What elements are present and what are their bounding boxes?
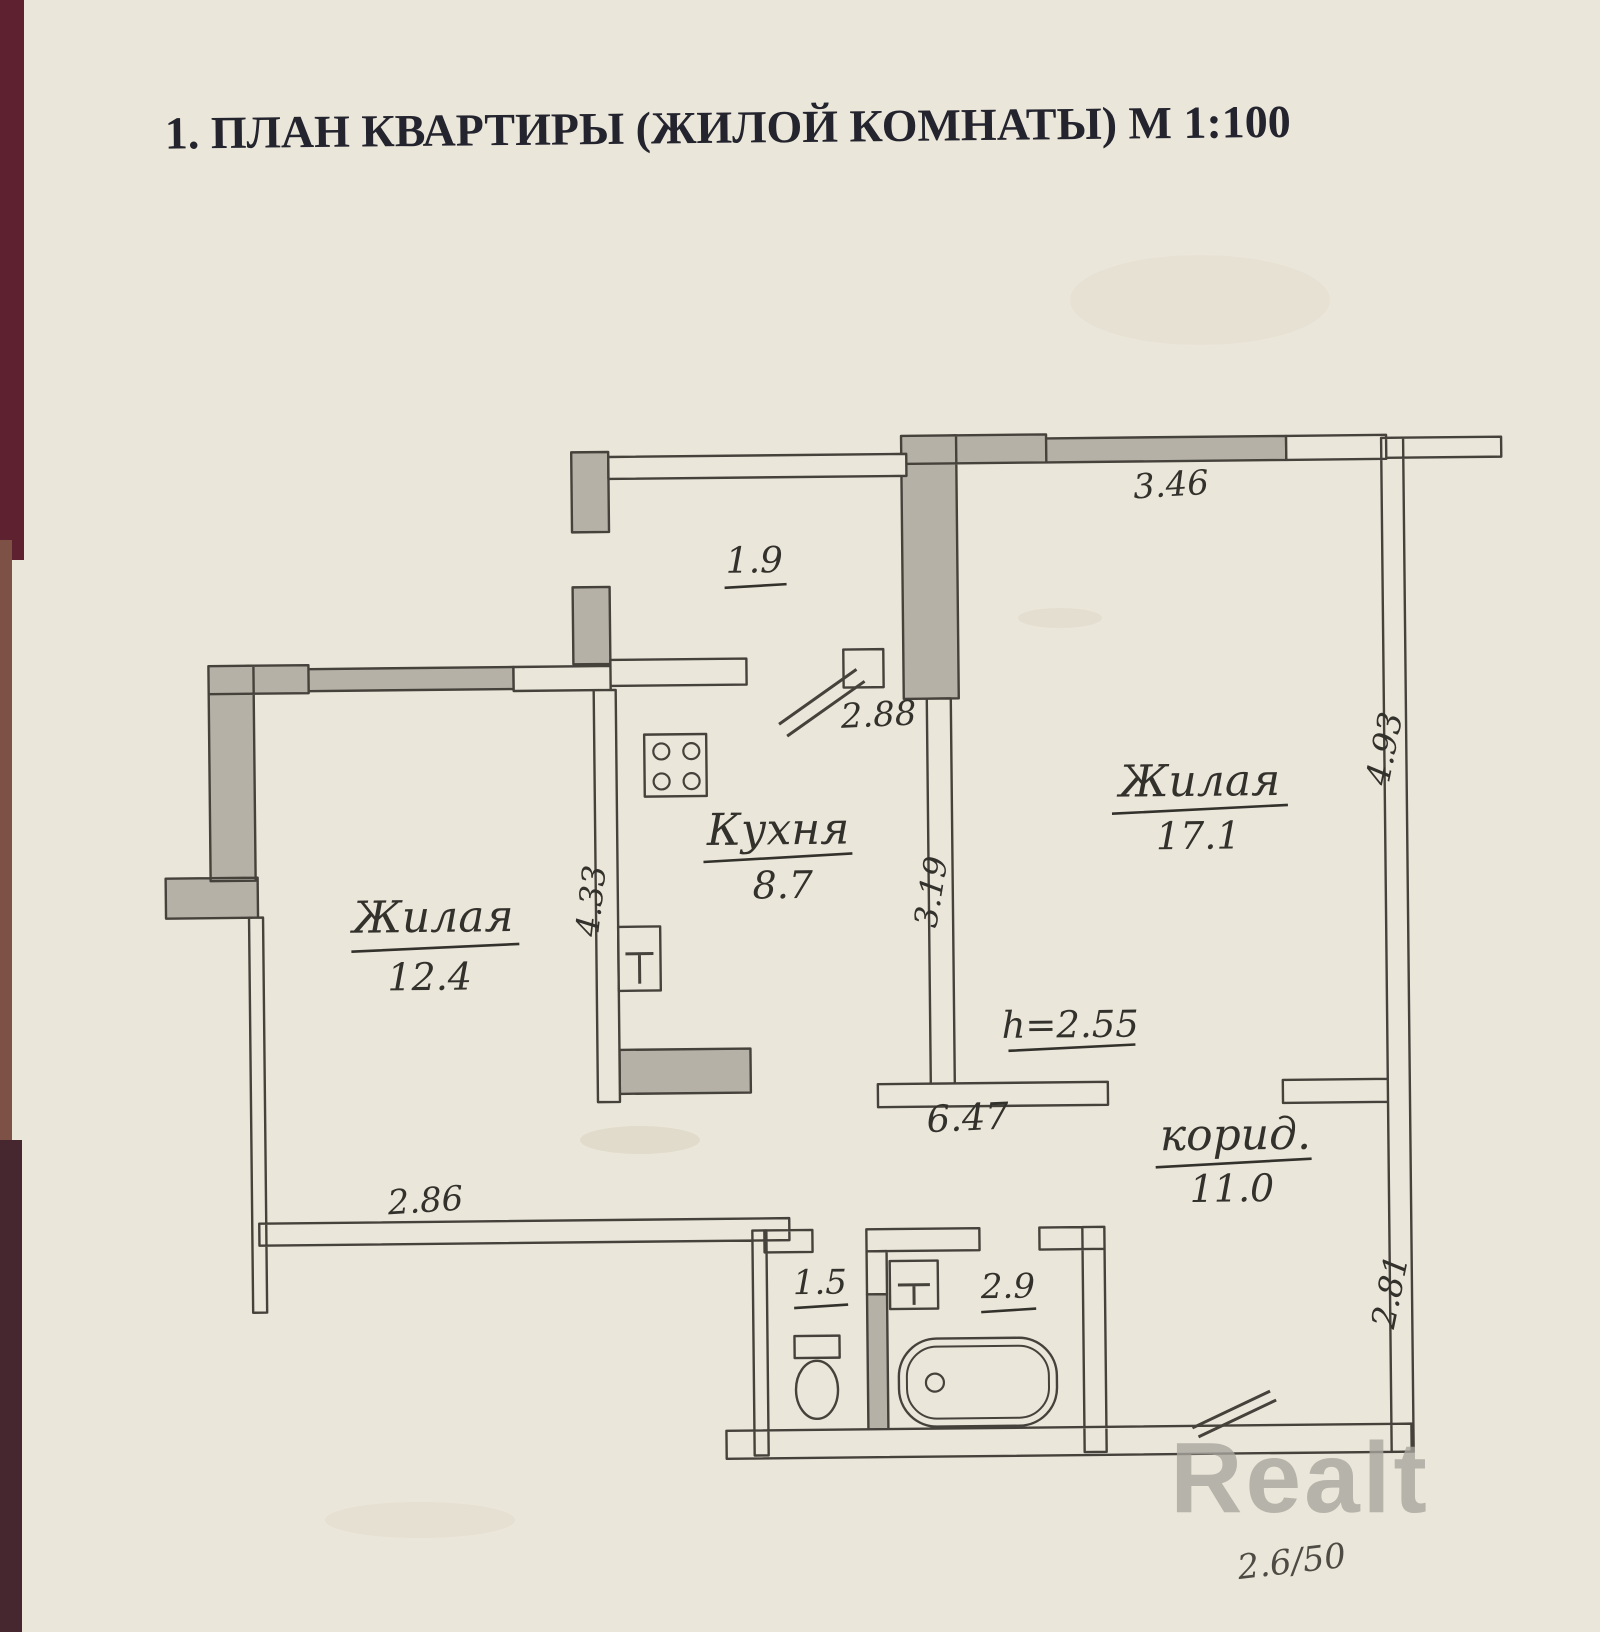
- room-label-kitchen: Кухня: [706, 803, 850, 856]
- dim-hall-width: 6.47: [926, 1094, 1011, 1141]
- paper-stains: [325, 255, 1330, 1538]
- dim-ceiling-height: h=2.55: [1001, 1002, 1139, 1046]
- photo-edge-strip: [0, 1140, 22, 1632]
- dim-balcony-opening: 2.88: [839, 693, 917, 736]
- room-area-living-left: 12.4: [387, 954, 472, 999]
- photo-edge-strip: [0, 540, 12, 1160]
- plan-content: 1. ПЛАН КВАРТИРЫ (ЖИЛОЙ КОМНАТЫ) М 1:100: [164, 96, 1503, 1588]
- label-underlines: [351, 582, 1312, 1314]
- room-area-living-right: 17.1: [1156, 813, 1241, 858]
- dim-kitchen-wall: 4.33: [568, 863, 614, 939]
- room-label-living-left: Жилая: [349, 891, 514, 944]
- room-label-corridor: корид.: [1160, 1109, 1312, 1162]
- photo-edge-strip: [0, 0, 24, 560]
- stove-icon: [642, 732, 708, 798]
- page-title: 1. ПЛАН КВАРТИРЫ (ЖИЛОЙ КОМНАТЫ) М 1:100: [165, 96, 1291, 159]
- stove-burner: [652, 772, 671, 791]
- room-area-wc: 1.5: [793, 1263, 847, 1304]
- toilet-bowl: [794, 1359, 840, 1421]
- bathroom-sink-icon: [888, 1259, 940, 1311]
- balcony-door-swing: [778, 668, 866, 738]
- stove-burner: [652, 742, 671, 761]
- realt-watermark: Realt: [1170, 1422, 1430, 1534]
- sink-faucet: [897, 1283, 930, 1305]
- paper-stain: [1018, 608, 1102, 628]
- bathtub-outer: [897, 1336, 1059, 1428]
- room-area-corridor: 11.0: [1189, 1166, 1274, 1211]
- sink-faucet: [625, 952, 654, 984]
- room-area-kitchen: 8.7: [752, 863, 814, 908]
- stove-outline: [642, 732, 708, 798]
- paper-stain: [325, 1502, 515, 1538]
- paper-stain: [580, 1126, 700, 1154]
- dim-top-window: 3.46: [1132, 463, 1210, 508]
- toilet-icon: [793, 1334, 841, 1421]
- paper-stain: [1070, 255, 1330, 345]
- room-label-living-right: Жилая: [1116, 755, 1281, 808]
- stove-burner: [682, 742, 701, 761]
- dim-left-wall-bottom: 2.86: [385, 1179, 464, 1224]
- kitchen-sink-icon: [616, 925, 663, 993]
- wall-segments: [247, 433, 1503, 1461]
- room-area-balcony: 1.9: [725, 540, 783, 582]
- bathtub-drain: [924, 1372, 946, 1393]
- stove-burner: [682, 772, 701, 791]
- toilet-tank: [793, 1334, 841, 1360]
- bathtub-inner: [905, 1344, 1050, 1420]
- photo-edges: [0, 0, 24, 1632]
- entrance-door-swing: [1191, 1389, 1277, 1439]
- bathtub-icon: [897, 1336, 1059, 1428]
- room-area-bathroom: 2.9: [980, 1267, 1035, 1308]
